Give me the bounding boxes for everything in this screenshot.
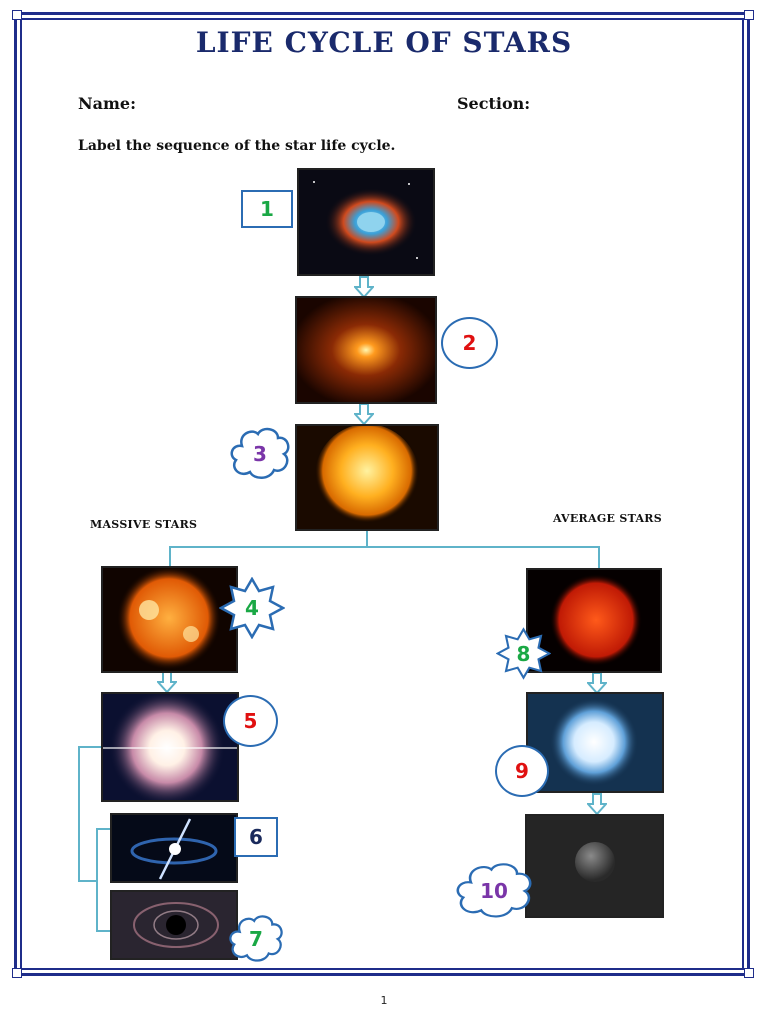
label-box-1[interactable]: 1	[241, 190, 293, 228]
down-arrow-icon	[157, 671, 177, 693]
down-arrow-icon	[587, 793, 607, 815]
down-arrow-icon	[354, 403, 374, 425]
nebula-image	[297, 168, 435, 276]
cloud-shape-icon	[229, 915, 283, 962]
section-label: Section:	[457, 94, 531, 113]
connector-line	[78, 880, 98, 882]
red-supergiant-image	[101, 566, 238, 673]
starburst-shape-icon	[496, 627, 551, 680]
corner-ornament	[12, 10, 22, 20]
connector-line	[96, 930, 110, 932]
main-sequence-star-image	[295, 424, 439, 531]
supernova-image	[101, 692, 239, 802]
connector-line	[366, 530, 368, 548]
label-circle-2[interactable]: 2	[441, 317, 498, 369]
red-giant-image	[526, 568, 662, 673]
connector-line	[96, 828, 98, 932]
label-box-6[interactable]: 6	[234, 817, 278, 857]
connector-line	[169, 546, 600, 548]
black-dwarf-image	[525, 814, 664, 918]
down-arrow-icon	[587, 672, 607, 694]
label-star-4[interactable]: 4	[219, 577, 285, 639]
down-arrow-icon	[354, 276, 374, 298]
white-dwarf-image	[526, 692, 664, 793]
label-cloud-7[interactable]: 7	[227, 913, 285, 965]
label-circle-9[interactable]: 9	[495, 745, 549, 797]
connector-line	[78, 746, 80, 882]
corner-ornament	[12, 968, 22, 978]
connector-line	[78, 746, 102, 748]
page-title: LIFE CYCLE OF STARS	[195, 26, 573, 59]
label-star-8[interactable]: 8	[496, 626, 551, 681]
label-4-text: 4	[245, 596, 259, 620]
connector-line	[96, 828, 110, 830]
cloud-shape-icon	[230, 427, 290, 479]
starburst-shape-icon	[219, 577, 285, 639]
page-border-inner	[20, 18, 744, 970]
name-label: Name:	[78, 94, 137, 113]
corner-ornament	[744, 10, 754, 20]
page-border-outer	[14, 12, 750, 976]
label-3-text: 3	[253, 442, 267, 466]
instruction-text: Label the sequence of the star life cycl…	[78, 138, 396, 154]
black-hole-image	[110, 890, 238, 960]
label-cloud-3[interactable]: 3	[228, 426, 292, 482]
connector-line	[169, 546, 171, 568]
cloud-shape-icon	[456, 863, 532, 918]
neutron-star-image	[110, 813, 238, 883]
label-8-text: 8	[516, 641, 531, 666]
label-7-text: 7	[249, 927, 263, 951]
label-10-text: 10	[480, 879, 508, 903]
protostar-image	[295, 296, 437, 404]
page-number: 1	[380, 994, 388, 1007]
corner-ornament	[744, 968, 754, 978]
connector-line	[598, 546, 600, 570]
average-stars-heading: AVERAGE STARS	[553, 512, 662, 525]
label-circle-5[interactable]: 5	[223, 695, 278, 747]
label-cloud-10[interactable]: 10	[453, 861, 535, 921]
massive-stars-heading: MASSIVE STARS	[90, 518, 198, 531]
